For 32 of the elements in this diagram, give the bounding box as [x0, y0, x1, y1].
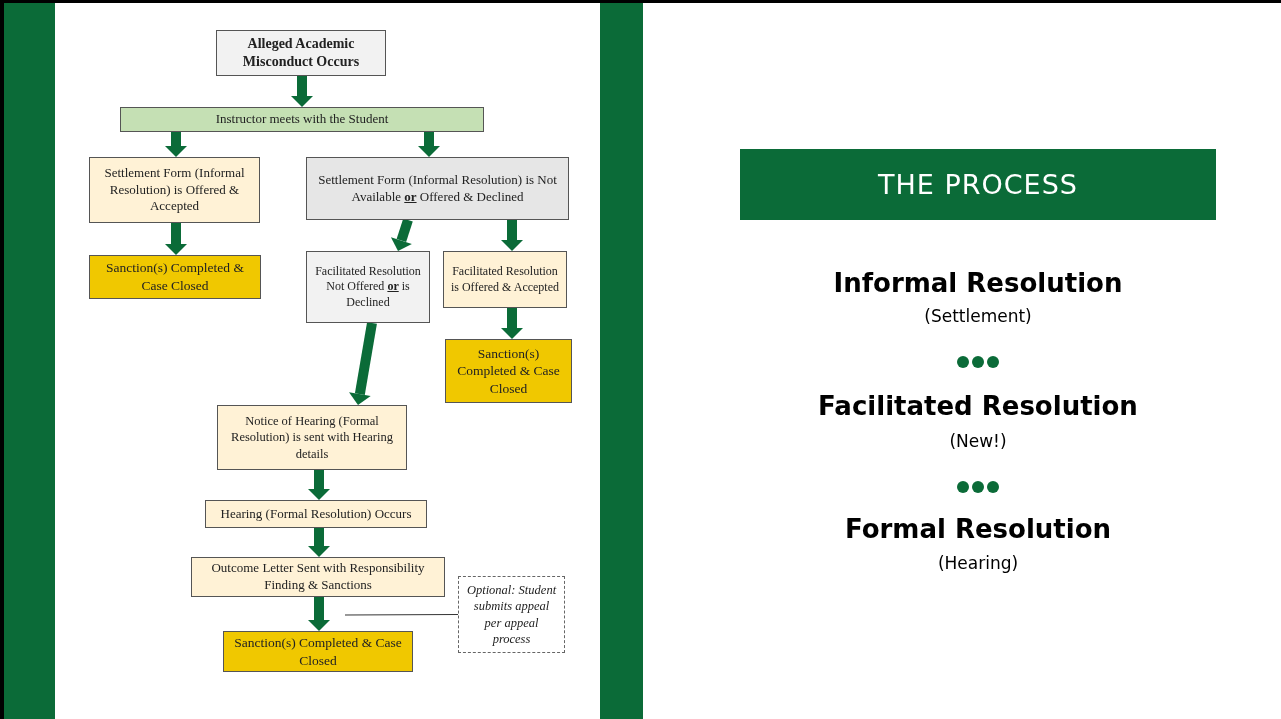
process-box: Facilitated Resolution Not Offered or is Declined: [306, 251, 430, 323]
process-box: Sanction(s) Completed & Case Closed: [223, 631, 413, 672]
section-heading: Formal Resolution: [843, 514, 1113, 545]
arrow: [165, 223, 187, 255]
subheading: (New!): [948, 430, 1008, 451]
process-box: Alleged Academic Misconduct Occurs: [216, 30, 386, 76]
leader-line: [344, 614, 459, 616]
section-heading: Informal Resolution: [832, 268, 1124, 299]
process-box: Facilitated Resolution is Offered & Accepted: [443, 251, 567, 308]
process-box: Outcome Letter Sent with Responsibility Finding & Sanctions: [191, 557, 445, 597]
title-banner: THE PROCESS: [740, 149, 1216, 220]
arrow: [308, 597, 330, 631]
subheading: (Settlement): [923, 305, 1033, 326]
subheading: (Hearing): [936, 552, 1020, 573]
process-box: Settlement Form (Informal Resolution) is Not Available or Offered & Declined: [306, 157, 569, 220]
arrow: [308, 528, 330, 557]
arrow: [291, 76, 313, 107]
arrow: [501, 220, 523, 251]
process-box: Hearing (Formal Resolution) Occurs: [205, 500, 427, 528]
arrow: [390, 218, 413, 251]
process-box: Sanction(s) Completed & Case Closed: [89, 255, 261, 299]
arrow: [308, 470, 330, 500]
process-box: Instructor meets with the Student: [120, 107, 484, 132]
arrow: [418, 132, 440, 157]
section-heading: Facilitated Resolution: [817, 391, 1139, 422]
process-box: Sanction(s) Completed & Case Closed: [445, 339, 572, 403]
process-box: Notice of Hearing (Formal Resolution) is sent with Hearing details: [217, 405, 407, 470]
process-box: Settlement Form (Informal Resolution) is Offered & Accepted: [89, 157, 260, 223]
arrow: [165, 132, 187, 157]
arrow: [349, 322, 377, 405]
note-box: Optional: Student submits appeal per appeal process: [458, 576, 565, 653]
arrow: [501, 308, 523, 339]
